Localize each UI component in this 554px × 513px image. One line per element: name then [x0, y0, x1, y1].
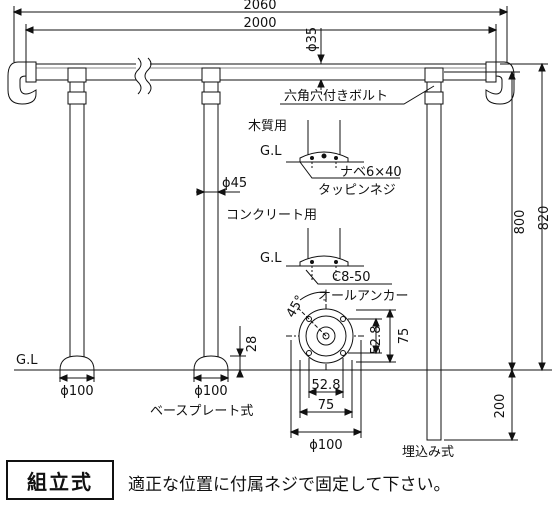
- label-gl-concrete: G.L: [260, 251, 282, 266]
- label-embed-depth: 200: [493, 394, 508, 419]
- label-concrete: コンクリート用: [226, 208, 317, 223]
- assembly-type-badge: 組立式: [6, 460, 114, 500]
- label-hex-bolt: 六角穴付きボルト: [284, 89, 388, 104]
- label-screw-spec: ナベ6×40: [340, 165, 402, 180]
- label-base-height: 28: [245, 336, 260, 353]
- dimension-plate-vertical: [348, 308, 396, 364]
- label-all-anchor: オールアンカー: [318, 289, 408, 304]
- dimension-embed-depth: [444, 368, 518, 442]
- dimension-height-800: [444, 70, 520, 372]
- label-gl-wood: G.L: [260, 144, 282, 159]
- post-middle: [190, 67, 232, 371]
- dimension-base-diameter-left: [58, 370, 96, 382]
- wood-mount-detail: [286, 120, 400, 179]
- post-left: [56, 67, 100, 371]
- label-tapping-screw: タッピンネジ: [318, 183, 396, 198]
- label-base-diameter-left: ϕ100: [60, 384, 93, 399]
- label-plate-75-vertical: 75: [397, 328, 412, 345]
- label-plate-528-vertical: 52.8: [369, 326, 384, 355]
- label-plate-528-horizontal: 52.8: [312, 378, 341, 393]
- label-wood: 木質用: [248, 119, 287, 134]
- label-plate-diameter: ϕ100: [309, 438, 342, 453]
- hex-bolt-leader: [280, 85, 435, 105]
- label-post-diameter: ϕ45: [222, 176, 247, 191]
- label-plate-75-horizontal: 75: [318, 398, 335, 413]
- dimension-2060: [12, 6, 509, 62]
- concrete-mount-detail: [286, 228, 392, 285]
- dimension-base-height: [230, 326, 246, 378]
- label-anchor-spec: C8-50: [332, 270, 371, 285]
- base-plate-plan: [286, 291, 366, 372]
- label-embedded-type: 埋込み式: [402, 445, 454, 460]
- dimension-post-diameter: [196, 188, 240, 196]
- dimension-2000: [24, 24, 498, 64]
- label-2060: 2060: [243, 0, 276, 13]
- dimension-height-820: [500, 62, 548, 372]
- installation-instruction: 適正な位置に付属ネジで固定して下さい。: [128, 475, 451, 495]
- post-right: [424, 67, 444, 441]
- label-gl-ground: G.L: [16, 353, 38, 368]
- label-height-800: 800: [513, 210, 528, 235]
- dimension-base-diameter-middle: [192, 370, 230, 382]
- label-base-plate-type: ベースプレート式: [150, 404, 253, 419]
- label-2000: 2000: [243, 16, 276, 31]
- label-rail-diameter: ϕ35: [305, 27, 320, 52]
- left-end-cap: [7, 61, 37, 105]
- label-height-820: 820: [537, 206, 552, 231]
- right-end-cap: [485, 61, 515, 105]
- dimension-plate-horizontal: [289, 340, 363, 438]
- label-base-diameter-middle: ϕ100: [194, 384, 227, 399]
